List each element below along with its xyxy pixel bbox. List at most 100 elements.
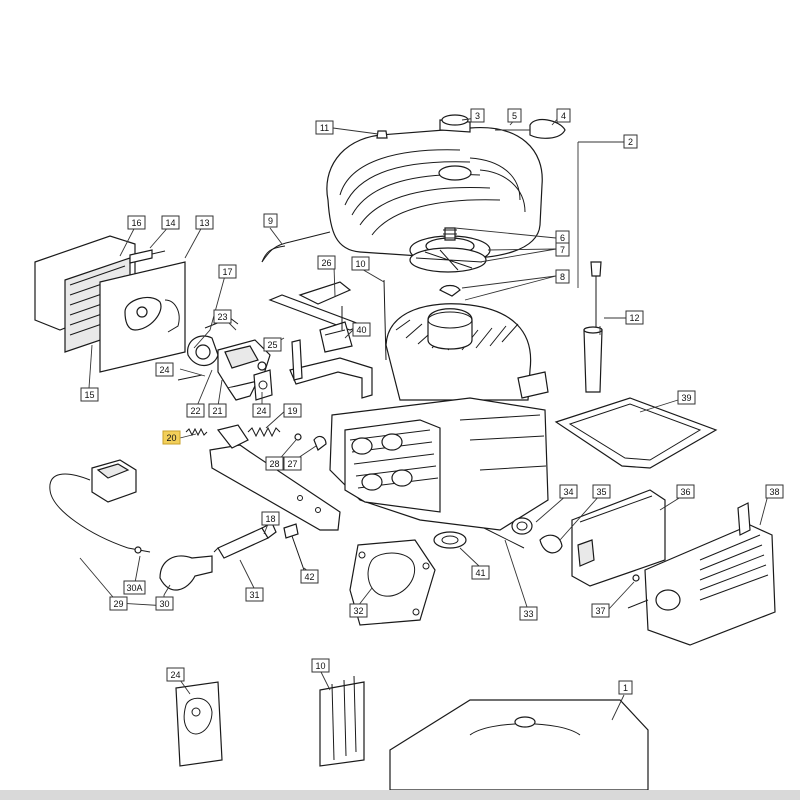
- callout-26[interactable]: 26: [317, 255, 336, 270]
- callout-10-label: 10: [355, 259, 365, 269]
- sump-gasket: [554, 397, 718, 469]
- gasket-24: [253, 369, 273, 401]
- callout-4-label: 4: [561, 111, 566, 121]
- callout-28[interactable]: 28: [265, 456, 284, 471]
- callout-13-label: 13: [199, 218, 209, 228]
- callout-30-label: 30: [159, 599, 169, 609]
- fuel-pipe: [261, 231, 331, 263]
- bottom-scroll-strip: [0, 790, 800, 800]
- callout-22[interactable]: 22: [186, 403, 205, 418]
- ignition-coil: [49, 459, 151, 554]
- callout-20-label: 20: [166, 433, 176, 443]
- callout-7[interactable]: 7: [555, 242, 570, 257]
- callout-5-label: 5: [512, 111, 517, 121]
- oil-seal: [433, 531, 467, 549]
- callout-39[interactable]: 39: [677, 390, 696, 405]
- callout-9-label: 9: [268, 216, 273, 226]
- callout-6[interactable]: 6: [555, 230, 570, 245]
- callout-5[interactable]: 5: [507, 108, 522, 123]
- callout-32[interactable]: 32: [349, 603, 368, 618]
- callout-16[interactable]: 16: [127, 215, 146, 230]
- callout-35-label: 35: [596, 487, 606, 497]
- bolt-42: [283, 523, 305, 571]
- inset-studs-10: [319, 675, 365, 767]
- callout-18[interactable]: 18: [261, 511, 280, 526]
- callout-4[interactable]: 4: [556, 108, 571, 123]
- callout-27[interactable]: 27: [283, 456, 302, 471]
- springs: [185, 426, 281, 438]
- callout-13[interactable]: 13: [195, 215, 214, 230]
- callout-12[interactable]: 12: [625, 310, 644, 325]
- callout-29-label: 29: [113, 599, 123, 609]
- callout-16-label: 16: [131, 218, 141, 228]
- callout-21[interactable]: 21: [208, 403, 227, 418]
- callout-6-label: 6: [560, 233, 565, 243]
- callout-33[interactable]: 33: [519, 606, 538, 621]
- muffler-guard: [627, 502, 776, 646]
- callout-31-label: 31: [249, 590, 259, 600]
- plug-boot: [159, 555, 213, 591]
- callout-26-label: 26: [321, 258, 331, 268]
- callout-3[interactable]: 3: [470, 108, 485, 123]
- callout-1[interactable]: 1: [618, 680, 633, 695]
- callout-10-inset-label: 10: [315, 661, 325, 671]
- callout-33-label: 33: [523, 609, 533, 619]
- callout-39-label: 39: [681, 393, 691, 403]
- callout-30a[interactable]: 30A: [123, 580, 146, 595]
- starter-handle: [439, 114, 566, 139]
- studs-10: [383, 279, 387, 361]
- callout-32-label: 32: [353, 606, 363, 616]
- callout-28-label: 28: [269, 459, 279, 469]
- callout-15-label: 15: [84, 390, 94, 400]
- inset-gasket-24: [175, 681, 223, 767]
- air-filter-assembly: [34, 235, 186, 373]
- callout-30[interactable]: 30: [155, 596, 174, 611]
- callout-8-label: 8: [560, 272, 565, 282]
- callout-14[interactable]: 14: [161, 215, 180, 230]
- rope-pulley: [409, 227, 491, 297]
- callout-12-label: 12: [629, 313, 639, 323]
- callout-25[interactable]: 25: [263, 337, 282, 352]
- callout-24-left[interactable]: 24: [155, 362, 174, 377]
- callout-8[interactable]: 8: [555, 269, 570, 284]
- callout-31[interactable]: 31: [245, 587, 264, 602]
- callout-36[interactable]: 36: [676, 484, 695, 499]
- callout-14-label: 14: [165, 218, 175, 228]
- callout-24-inset-label: 24: [170, 670, 180, 680]
- spark-plug: [213, 522, 277, 559]
- callout-24-right[interactable]: 24: [252, 403, 271, 418]
- throttle-rod: [177, 374, 203, 381]
- callout-41[interactable]: 41: [471, 565, 490, 580]
- engine-block: [329, 303, 549, 531]
- control-plate: [209, 424, 341, 531]
- leader-lines: [79, 115, 769, 721]
- callout-24-inset[interactable]: 24: [166, 667, 185, 682]
- callout-25-label: 25: [267, 340, 277, 350]
- callout-15[interactable]: 15: [80, 387, 99, 402]
- callout-23[interactable]: 23: [213, 309, 232, 324]
- callout-40[interactable]: 40: [352, 322, 371, 337]
- callout-10[interactable]: 10: [351, 256, 370, 271]
- callout-34[interactable]: 34: [559, 484, 578, 499]
- callout-22-label: 22: [190, 406, 200, 416]
- callout-20[interactable]: 20: [162, 430, 181, 445]
- callout-23-label: 23: [217, 312, 227, 322]
- callout-19[interactable]: 19: [283, 403, 302, 418]
- callout-36-label: 36: [680, 487, 690, 497]
- callout-37[interactable]: 37: [591, 603, 610, 618]
- callout-17[interactable]: 17: [218, 264, 237, 279]
- callout-30a-label: 30A: [126, 583, 142, 593]
- callout-11-label: 11: [320, 123, 329, 133]
- callout-29[interactable]: 29: [109, 596, 128, 611]
- callout-38[interactable]: 38: [765, 484, 784, 499]
- callout-37-label: 37: [595, 606, 605, 616]
- callout-9[interactable]: 9: [263, 213, 278, 228]
- callout-2[interactable]: 2: [623, 134, 638, 149]
- callout-42[interactable]: 42: [300, 569, 319, 584]
- callout-35[interactable]: 35: [592, 484, 611, 499]
- callout-11[interactable]: 11: [315, 120, 334, 135]
- callout-10-inset[interactable]: 10: [311, 658, 330, 673]
- governor-bracket: [268, 281, 373, 399]
- callout-3-label: 3: [475, 111, 480, 121]
